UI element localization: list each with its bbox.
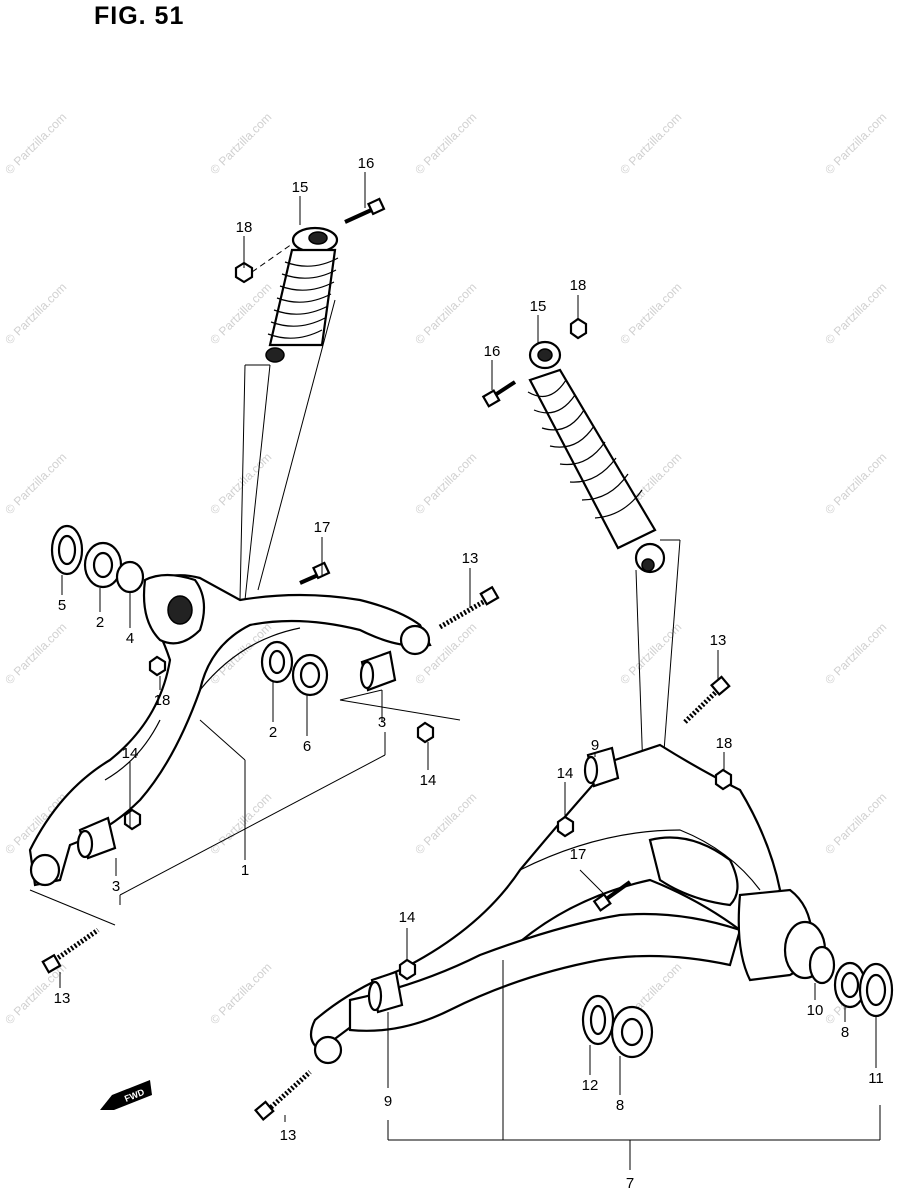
right-bushing-9b <box>367 970 404 1014</box>
watermark-text: © Partzilla.com <box>207 450 274 517</box>
watermark-text: © Partzilla.com <box>617 620 684 687</box>
left-nut-18 <box>148 655 167 677</box>
watermark-text: © Partzilla.com <box>822 620 889 687</box>
right-nut-14a <box>556 815 575 838</box>
callout-label: 9 <box>591 737 599 754</box>
left-bolt-13b <box>41 927 100 974</box>
left-bolt-17 <box>299 561 331 585</box>
watermark-text: © Partzilla.com <box>822 280 889 347</box>
callout-label: 9 <box>384 1093 392 1110</box>
watermark-text: © Partzilla.com <box>822 790 889 857</box>
callout-label: 3 <box>378 714 386 731</box>
callout-label: 2 <box>269 724 277 741</box>
callout-label: 11 <box>868 1070 884 1087</box>
callout-label: 18 <box>570 277 587 294</box>
callout-label: 6 <box>303 738 311 755</box>
left-bearing-2 <box>83 541 123 589</box>
callout-label: 18 <box>236 219 253 236</box>
callout-label: 8 <box>841 1024 849 1041</box>
callout-label: 10 <box>807 1002 824 1019</box>
left-nut-14b <box>416 721 435 744</box>
callout-label: 15 <box>530 298 547 315</box>
right-nut-14b <box>398 958 417 981</box>
callout-label: 13 <box>54 990 71 1007</box>
right-shock-bolt <box>481 380 517 408</box>
watermark-text: © Partzilla.com <box>412 450 479 517</box>
left-spacer-4 <box>115 560 145 594</box>
right-bushing-9a <box>583 746 620 788</box>
callout-label: 13 <box>280 1127 297 1144</box>
watermark-text: © Partzilla.com <box>2 110 69 177</box>
watermark-text: © Partzilla.com <box>207 110 274 177</box>
callout-label: 3 <box>112 878 120 895</box>
callout-label: 2 <box>96 614 104 631</box>
right-nut-18 <box>714 768 733 791</box>
left-bolt-13a <box>438 585 500 630</box>
callout-label: 13 <box>710 632 727 649</box>
callout-label: 12 <box>582 1077 599 1094</box>
callout-label: 14 <box>399 909 416 926</box>
watermark-text: © Partzilla.com <box>207 280 274 347</box>
left-seal-6 <box>291 653 329 697</box>
callout-label: 17 <box>570 846 587 863</box>
callout-label: 4 <box>126 630 134 647</box>
right-seal-11 <box>858 962 894 1018</box>
callout-label: 13 <box>462 550 479 567</box>
callout-label: 14 <box>420 772 437 789</box>
left-nut-14a <box>123 808 142 831</box>
watermark-text: © Partzilla.com <box>2 280 69 347</box>
watermark-text: © Partzilla.com <box>617 280 684 347</box>
callout-label: 16 <box>358 155 375 172</box>
watermark-text: © Partzilla.com <box>2 620 69 687</box>
right-spacer-10 <box>808 945 836 985</box>
figure-title: FIG. 51 <box>94 2 185 30</box>
right-shock-absorber <box>527 340 666 574</box>
right-shock-nut <box>569 317 588 340</box>
callout-label: 14 <box>122 745 139 762</box>
callout-label: 18 <box>716 735 733 752</box>
watermark-text: © Partzilla.com <box>822 450 889 517</box>
callout-label: 16 <box>484 343 501 360</box>
left-shock-bolt <box>344 197 386 224</box>
callout-label: 5 <box>58 597 66 614</box>
watermark-text: © Partzilla.com <box>822 110 889 177</box>
right-bolt-13a <box>683 675 731 724</box>
right-bearing-8a <box>610 1005 654 1059</box>
callout-label: 8 <box>616 1097 624 1114</box>
watermark-text: © Partzilla.com <box>2 450 69 517</box>
watermark-text: © Partzilla.com <box>412 790 479 857</box>
callout-label: 1 <box>241 862 249 879</box>
right-seal-12 <box>581 994 615 1046</box>
watermark-text: © Partzilla.com <box>207 790 274 857</box>
right-bolt-17 <box>592 880 632 912</box>
fwd-arrow: FWD <box>100 1080 152 1110</box>
left-bushing-3a <box>359 650 397 692</box>
callout-label: 7 <box>626 1175 634 1192</box>
watermark-text: © Partzilla.com <box>207 960 274 1027</box>
callout-label: 18 <box>154 692 171 709</box>
left-bearing-2b <box>260 640 294 684</box>
left-shock-absorber <box>265 226 339 363</box>
callout-labels: 16 15 18 18 15 16 17 13 5 2 4 18 2 6 3 3… <box>54 155 884 1192</box>
callout-label: 15 <box>292 179 309 196</box>
watermark-text: © Partzilla.com <box>412 280 479 347</box>
callout-label: 17 <box>314 519 331 536</box>
left-seal-5 <box>50 524 84 576</box>
watermark-text: © Partzilla.com <box>412 110 479 177</box>
left-bushing-3b <box>76 816 117 860</box>
right-swing-arm <box>309 743 827 1065</box>
callout-label: 14 <box>557 765 574 782</box>
watermark-text: © Partzilla.com <box>617 110 684 177</box>
right-bolt-13b <box>253 1070 312 1122</box>
